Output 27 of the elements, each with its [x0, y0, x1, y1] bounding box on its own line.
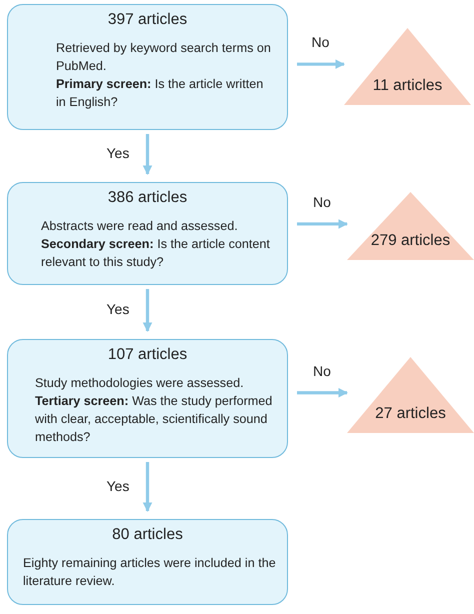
- process-box: [7, 4, 288, 130]
- arrow: [297, 59, 345, 69]
- description-text: Retrieved by keyword search terms on PubMed.: [56, 41, 271, 73]
- article-count: 27 articles: [374, 405, 447, 423]
- description-text: Study methodologies were assessed.: [35, 376, 244, 390]
- article-count: 80 articles: [112, 526, 183, 543]
- article-count: 279 articles: [370, 232, 452, 250]
- description-text: Secondary screen: Is the article content relevant to this study?: [41, 237, 270, 269]
- arrow: [297, 388, 348, 398]
- arrow: [297, 219, 348, 229]
- article-count: 386 articles: [108, 189, 188, 206]
- description-text: Eighty remaining articles were included in the literature review.: [23, 556, 276, 588]
- process-box: [7, 519, 288, 605]
- description-text: Abstracts were read and assessed.: [41, 219, 238, 233]
- edge-label: Yes: [106, 145, 130, 161]
- process-box: [7, 182, 288, 285]
- edge-label: Yes: [106, 301, 130, 317]
- process-box: [7, 339, 288, 458]
- edge-label: No: [310, 34, 330, 50]
- article-count: 397 articles: [108, 11, 188, 28]
- arrow: [142, 134, 152, 175]
- arrow: [142, 289, 152, 332]
- article-count: 107 articles: [108, 346, 188, 363]
- arrow: [142, 462, 152, 512]
- description-text: Tertiary screen: Was the study performed with clear, acceptable, scientifically sound methods?: [35, 394, 272, 444]
- article-count: 11 articles: [372, 77, 444, 95]
- description-text: Primary screen: Is the article written in English?: [56, 77, 264, 109]
